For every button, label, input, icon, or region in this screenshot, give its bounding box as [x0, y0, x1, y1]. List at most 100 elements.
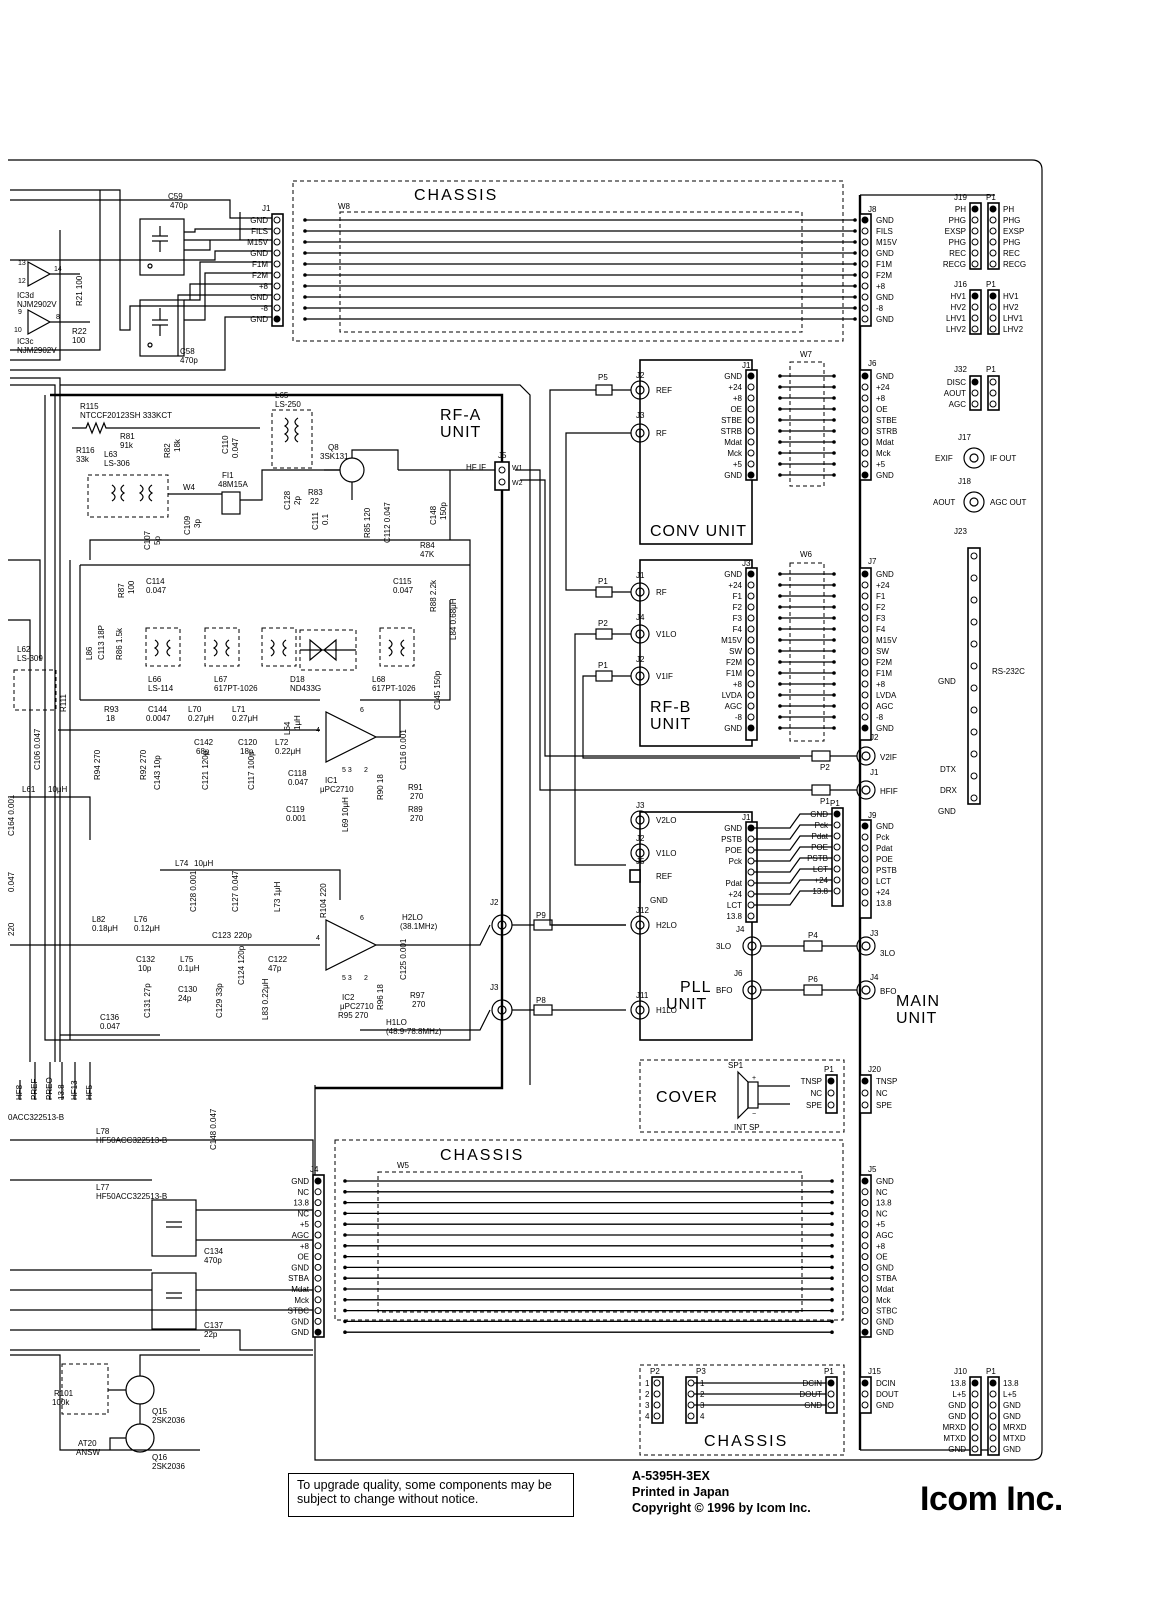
svg-text:−: − [752, 1111, 756, 1118]
j23-pin [970, 640, 978, 648]
pll-p1-pin [833, 876, 841, 884]
j16-pin [971, 303, 979, 311]
wire-joint [832, 572, 836, 576]
svg-text:0.18μH: 0.18μH [92, 924, 118, 933]
wire-joint [853, 240, 857, 244]
svg-text:C120: C120 [238, 738, 258, 747]
j7-pin-label: F2M [876, 658, 892, 667]
conv-j1-pin-label: STRB [721, 427, 742, 436]
j10-pin-label: GND [948, 1401, 966, 1410]
j4-left-pin-label: +8 [300, 1242, 310, 1251]
wire-joint [853, 229, 857, 233]
j5-pin-label: +8 [876, 1242, 886, 1251]
rfb-j3-pin-label: +24 [728, 581, 742, 590]
svg-text:C143 10p: C143 10p [153, 755, 162, 790]
j7-pin-label: SW [876, 647, 889, 656]
j1-left-pin [273, 216, 281, 224]
harness-w6-label: W6 [800, 550, 813, 559]
j16-pin [971, 314, 979, 322]
j5-pin-label: 13.8 [876, 1199, 892, 1208]
j23-pin [970, 662, 978, 670]
svg-text:0.047: 0.047 [288, 778, 309, 787]
svg-text:P3: P3 [696, 1367, 706, 1376]
wire-joint [830, 1200, 834, 1205]
harness-w7-box [789, 361, 825, 487]
j10-pin-label: MTXD [943, 1434, 966, 1443]
svg-text:L66: L66 [148, 675, 162, 684]
j4-left-pin [314, 1177, 322, 1185]
wire-joint [830, 1222, 834, 1226]
svg-text:DRX: DRX [940, 786, 958, 795]
svg-text:2SK2036: 2SK2036 [152, 1462, 185, 1471]
j10-pin [971, 1423, 979, 1431]
wire-joint [343, 1211, 347, 1216]
p1-j19-pin-label: REC [1003, 249, 1020, 258]
wire-joint [343, 1319, 347, 1324]
j10-pin-label: 13.8 [950, 1379, 966, 1388]
svg-text:10p: 10p [138, 964, 152, 973]
svg-text:C118: C118 [288, 769, 307, 778]
j4-left-pin-label: GND [291, 1317, 309, 1326]
j8-pin [861, 282, 869, 290]
rfb-j3-pin [747, 603, 755, 611]
j5-pin-label: GND [876, 1263, 894, 1272]
wire-joint [343, 1222, 347, 1226]
sp-p1-pin [827, 1077, 835, 1085]
j7-pin-label: F2 [876, 603, 886, 612]
j1-left-pin-label: GND [250, 315, 268, 324]
svg-text:C116 0.001: C116 0.001 [399, 729, 408, 770]
svg-text:P1: P1 [986, 193, 996, 202]
wire-joint [853, 284, 857, 288]
j9-pin-label: 13.8 [876, 899, 892, 908]
svg-text:C117 100p: C117 100p [247, 751, 256, 790]
rfb-j3-pin [747, 614, 755, 622]
rf-a-inner-bus [44, 384, 531, 1085]
j10-pin-label: GND [948, 1445, 966, 1454]
svg-text:HFIF: HFIF [880, 787, 898, 796]
wire-joint [830, 1319, 834, 1324]
j1-left-pin [273, 260, 281, 268]
svg-text:C107: C107 [143, 530, 152, 550]
connector-j17: J17 EXIF IF OUT [935, 433, 1016, 469]
conv-j1-pin [747, 438, 755, 446]
pll-jack-label: V1LO [656, 849, 676, 858]
p2-pin-number: 1 [645, 1379, 650, 1388]
rfb-j3-pin [747, 658, 755, 666]
svg-text:C114: C114 [146, 577, 165, 586]
j4-left-pin-label: AGC [292, 1231, 310, 1240]
svg-text:6: 6 [360, 707, 364, 714]
rfb-j3-pin [747, 669, 755, 677]
filter-c58: C58 470p [139, 299, 198, 365]
p2-pin [653, 1412, 661, 1420]
svg-text:SP1: SP1 [728, 1061, 744, 1070]
j19-pin-label: PHG [949, 238, 966, 247]
svg-text:P2: P2 [650, 1367, 660, 1376]
svg-text:48M15A: 48M15A [218, 480, 248, 489]
p2-pin [653, 1390, 661, 1398]
j16-pin [971, 325, 979, 333]
svg-text:L68: L68 [372, 675, 386, 684]
svg-text:R116: R116 [76, 446, 95, 455]
j4-left-pin [314, 1317, 322, 1325]
svg-text:100: 100 [127, 580, 136, 594]
pll-p1-pin-label: LCT [813, 865, 828, 874]
svg-text:R96 18: R96 18 [376, 984, 385, 1010]
svg-text:C124 120p: C124 120p [237, 945, 246, 985]
main-j7: J7 GND+24F1F2F3F4M15VSWF2MF1M+8LVDAAGC-8… [859, 557, 898, 741]
outer-frame [8, 159, 1043, 1461]
wire-joint [830, 1233, 834, 1237]
svg-text:(38.1MHz): (38.1MHz) [400, 922, 438, 931]
wire-joint [832, 594, 836, 598]
pll-p1-pin-label: Pdat [812, 832, 829, 841]
j9-pin-label: PSTB [876, 866, 897, 875]
j9-pin-label: +24 [876, 888, 890, 897]
svg-text:J1: J1 [870, 768, 879, 777]
wire-joint [343, 1200, 347, 1205]
wire-joint [853, 262, 857, 266]
pll-j4-3lo: J4 3LO P4 [716, 925, 857, 956]
svg-text:18p: 18p [240, 747, 254, 756]
j5-pin [861, 1209, 869, 1217]
document-info: A-5395H-3EX Printed in Japan Copyright ©… [632, 1468, 811, 1516]
